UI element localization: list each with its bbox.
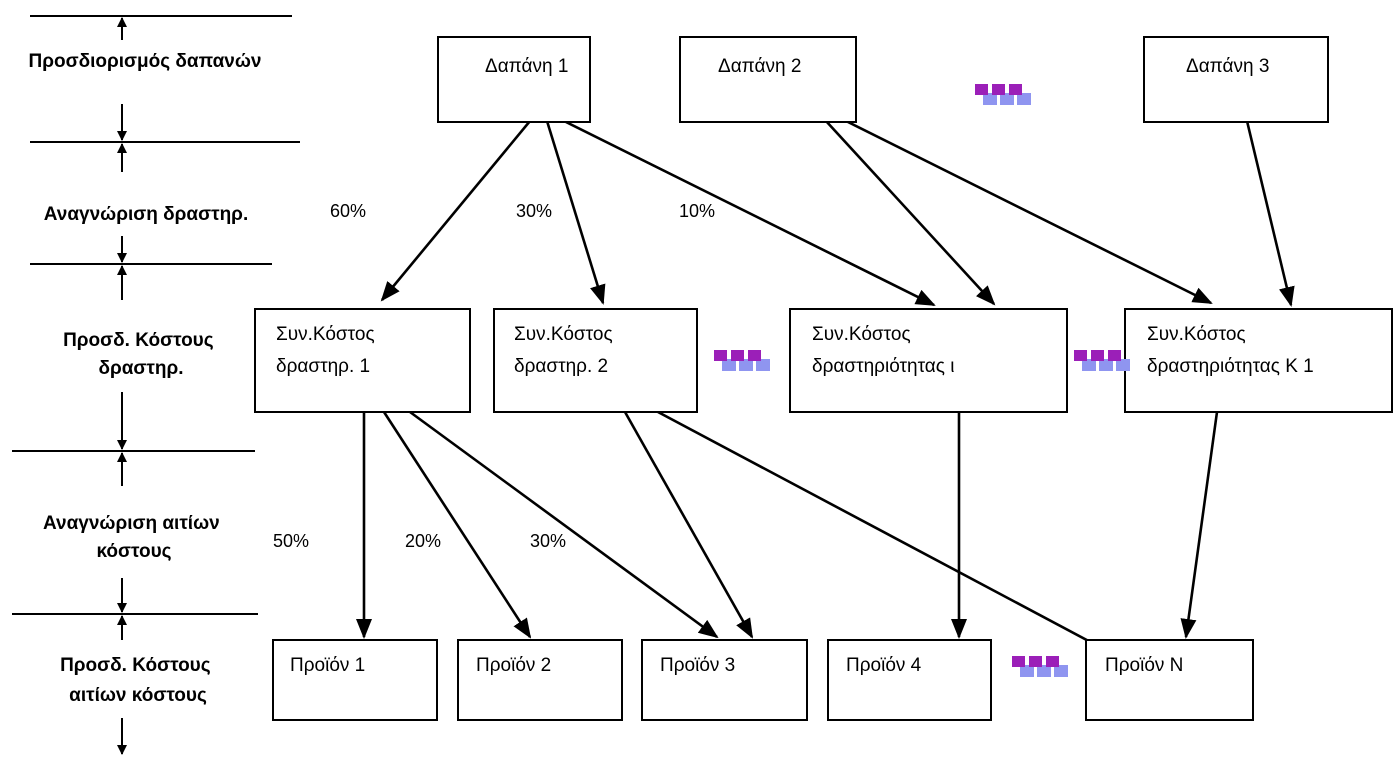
stage-label: Προσδ. Κόστους αιτίων κόστους [60, 655, 216, 706]
connector-arrow [563, 119, 936, 307]
activity-box: Συν.Κόστος δραστηριότητας Κ 1 [1124, 308, 1393, 413]
percentage-label: 60% [330, 201, 366, 221]
svg-text:Προϊόν 3: Προϊόν 3 [660, 655, 735, 676]
percentage-label: 50% [273, 531, 309, 551]
svg-text:Συν.Κόστος δραστηριότη: Συν.Κόστος δραστηριότητας ι [812, 324, 954, 377]
ellipsis-blocks-icon [1074, 350, 1130, 371]
svg-text:Προϊόν 2: Προϊόν 2 [476, 655, 551, 676]
percentage-label: 10% [679, 201, 715, 221]
ellipsis-blocks-icon [714, 350, 770, 371]
stage-label: Προσδιορισμός δαπανών [29, 51, 262, 72]
connector-arrow [380, 120, 532, 302]
percentage-label: 30% [516, 201, 552, 221]
product-box: Προϊόν 4 [827, 639, 992, 721]
expense-box: Δαπάνη 3 [1143, 36, 1329, 123]
connector-arrow [409, 410, 719, 639]
ellipsis-blocks-icon [975, 84, 1031, 105]
expense-boxes: Δαπάνη 1 Δαπάνη 2 Δαπάνη 3 [437, 36, 1329, 123]
connectors [356, 119, 1295, 673]
allocation-percentages: 60% 30% 10% 50% 20% 30% [273, 201, 715, 551]
product-box: Προϊόν N [1085, 639, 1254, 721]
svg-text:Προϊόν 1: Προϊόν 1 [290, 655, 365, 676]
connector-arrow [1245, 120, 1295, 307]
ellipsis-blocks-icon [1012, 656, 1068, 677]
percentage-label: 20% [405, 531, 441, 551]
stage-label: Αναγνώριση αιτίων κόστους [43, 513, 225, 562]
connector-arrow [1180, 411, 1219, 639]
connector-arrow [825, 120, 996, 306]
svg-text:Συν.Κόστος δραστηρ. 2: Συν.Κόστος δραστηρ. 2 [514, 324, 618, 377]
svg-text:Προϊόν N: Προϊόν N [1105, 655, 1183, 676]
ellipsis-icons [714, 84, 1130, 677]
product-box: Προϊόν 1 [272, 639, 438, 721]
svg-text:Δαπάνη 3: Δαπάνη 3 [1186, 56, 1269, 77]
svg-text:Συν.Κόστος δραστηρ. 1: Συν.Κόστος δραστηρ. 1 [276, 324, 380, 377]
svg-text:Δαπάνη 2: Δαπάνη 2 [718, 56, 801, 77]
product-box: Προϊόν 3 [641, 639, 808, 721]
product-boxes: Προϊόν 1 Προϊόν 2 Προϊόν 3 Προϊόν 4 Προϊ… [272, 639, 1254, 721]
stage-label: Αναγνώριση δραστηρ. [44, 204, 248, 225]
svg-text:Προϊόν 4: Προϊόν 4 [846, 655, 922, 676]
connector-arrow [623, 411, 754, 639]
svg-text:Δαπάνη 1: Δαπάνη 1 [485, 56, 568, 77]
stage-axis: Προσδιορισμός δαπανών Αναγνώριση δραστηρ… [12, 15, 300, 755]
activity-box: Συν.Κόστος δραστηριότητας ι [789, 308, 1068, 413]
activity-box: Συν.Κόστος δραστηρ. 1 [254, 308, 471, 413]
svg-text:Συν.Κόστος δραστηριότη: Συν.Κόστος δραστηριότητας Κ 1 [1147, 324, 1314, 377]
connector-arrow [657, 410, 1147, 673]
expense-box: Δαπάνη 1 [437, 36, 591, 123]
stage-label: Προσδ. Κόστους δραστηρ. [63, 330, 219, 379]
percentage-label: 30% [530, 531, 566, 551]
connector-arrow [545, 120, 606, 305]
connector-arrow [845, 119, 1213, 305]
activity-box: Συν.Κόστος δραστηρ. 2 [493, 308, 698, 413]
expense-box: Δαπάνη 2 [679, 36, 857, 123]
product-box: Προϊόν 2 [457, 639, 623, 721]
activity-boxes: Συν.Κόστος δραστηρ. 1 Συν.Κόστος δραστηρ… [254, 308, 1393, 413]
connector-arrow [382, 411, 532, 639]
